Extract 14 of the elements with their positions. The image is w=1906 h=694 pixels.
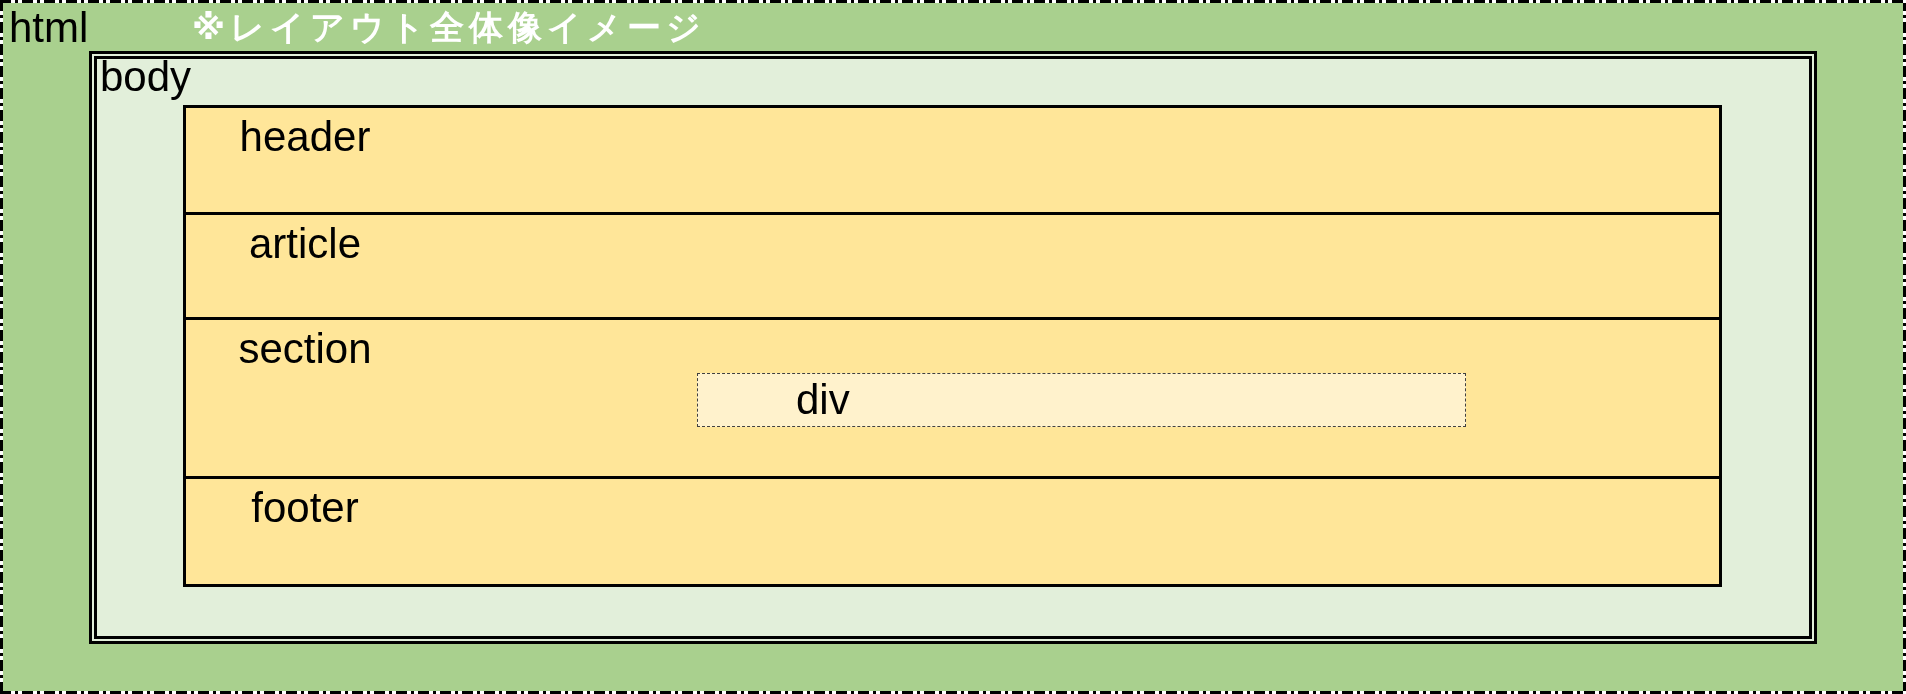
box-label: body <box>100 56 192 98</box>
row-box <box>183 476 1722 587</box>
row-box <box>183 317 1722 479</box>
box-label: div <box>796 379 850 421</box>
row-box <box>183 105 1722 215</box>
title: ※レイアウト全体像イメージ <box>192 10 707 44</box>
box-label: header <box>239 116 371 158</box>
box-label: article <box>249 223 361 265</box>
row-box <box>183 212 1722 320</box>
box-label: html <box>9 7 89 49</box>
double-border-box <box>89 51 1817 644</box>
dashed-box <box>697 373 1466 427</box>
box-label: section <box>238 328 372 370</box>
box-label: footer <box>251 487 359 529</box>
